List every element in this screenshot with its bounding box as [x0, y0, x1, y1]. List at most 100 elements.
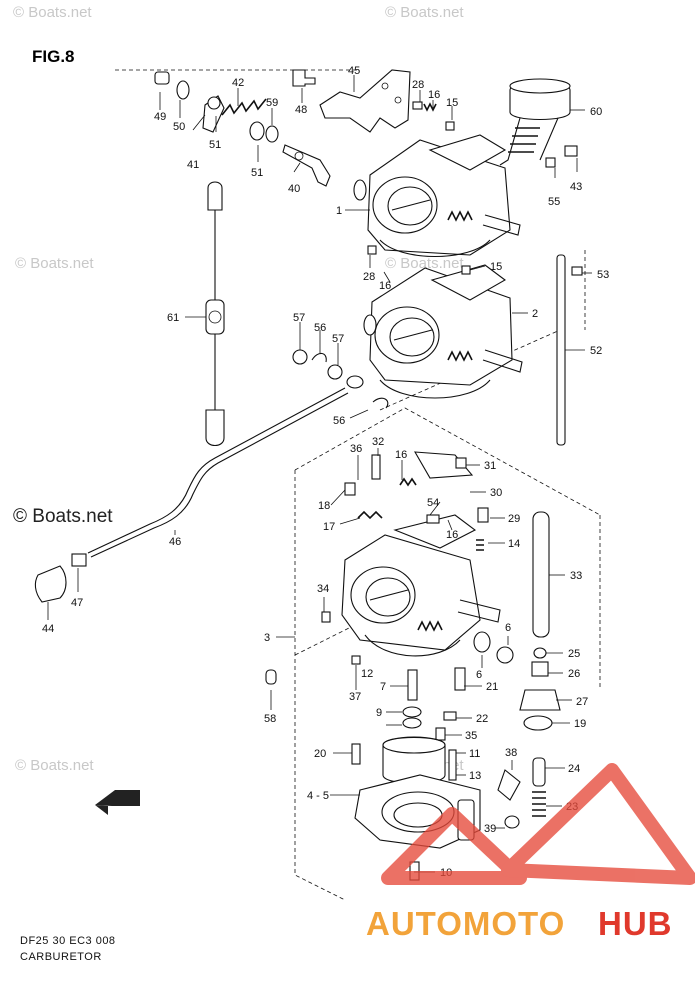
callout-29: 29: [508, 513, 520, 525]
carburetor-1: [353, 134, 521, 258]
callout-32: 32: [372, 436, 384, 448]
callout-31: 31: [484, 460, 496, 472]
callout-16-c: 16: [395, 449, 407, 461]
callout-28-a: 28: [412, 79, 424, 91]
screw-34: [321, 611, 331, 623]
callout-57-b: 57: [332, 333, 344, 345]
callout-39: 39: [484, 823, 496, 835]
screw-28-lower: [367, 245, 377, 255]
callout-54: 54: [427, 497, 439, 509]
callout-15-b: 15: [490, 261, 502, 273]
callout-57-a: 57: [293, 312, 305, 324]
callout-34: 34: [317, 583, 329, 595]
grommet-44: [34, 565, 67, 603]
callout-37: 37: [349, 691, 361, 703]
callout-38: 38: [505, 747, 517, 759]
part-29: [477, 507, 489, 523]
callout-51-a: 51: [209, 139, 221, 151]
carburetor-3-exploded: [341, 514, 501, 657]
pin-7: [407, 669, 418, 701]
callout-6-a: 6: [505, 622, 511, 634]
figure-title: FIG.8: [32, 47, 75, 66]
screw-32: [371, 454, 381, 480]
callout-13: 13: [469, 770, 481, 782]
callout-2: 2: [532, 308, 538, 320]
callout-36: 36: [350, 443, 362, 455]
lower-assembly-outline: [294, 407, 601, 901]
callout-17: 17: [323, 521, 335, 533]
needle-13: [448, 749, 457, 781]
screw-43: [564, 145, 578, 157]
cover-60: [499, 78, 571, 166]
washer-55: [545, 157, 556, 168]
callout-56-a: 56: [314, 322, 326, 334]
callout-1: 1: [336, 205, 342, 217]
screw-18: [344, 482, 356, 496]
part-26: [531, 661, 549, 677]
callout-43: 43: [570, 181, 582, 193]
callout-35: 35: [465, 730, 477, 742]
callout-16-b: 16: [379, 280, 391, 292]
callout-61: 61: [167, 312, 179, 324]
spring-14: [476, 539, 484, 551]
cap-58: [265, 669, 277, 685]
watermark-boats-top-right: © Boats.net: [385, 4, 464, 21]
spring-16: [399, 477, 417, 487]
callout-25: 25: [568, 648, 580, 660]
spring-23: [532, 791, 546, 817]
callout-53: 53: [597, 269, 609, 281]
bolt-48: [292, 69, 316, 87]
clip-56-b: [372, 397, 389, 409]
callout-28-b: 28: [363, 271, 375, 283]
callout-41: 41: [187, 159, 199, 171]
watermark-boats-mid-left: © Boats.net: [15, 255, 94, 272]
o-ring-39: [504, 815, 520, 829]
callout-14: 14: [508, 538, 520, 550]
screw-set-top: [412, 101, 455, 131]
callout-42: 42: [232, 77, 244, 89]
callout-15-a: 15: [446, 97, 458, 109]
front-arrow-icon: [95, 790, 140, 815]
callout-55: 55: [548, 196, 560, 208]
callout-46: 46: [169, 536, 181, 548]
leader-lines: [47, 75, 592, 873]
screw-15-lower: [461, 265, 471, 275]
brand-watermark-automoto: AUTOMOTO: [366, 905, 565, 942]
watermark-boats-mid-right: © Boats.net: [385, 255, 464, 272]
callout-33: 33: [570, 570, 582, 582]
callout-16-a: 16: [428, 89, 440, 101]
callout-47: 47: [71, 597, 83, 609]
connecting-rod-61: [205, 181, 225, 447]
callout-49: 49: [154, 111, 166, 123]
callout-30: 30: [490, 487, 502, 499]
cable-46: [87, 387, 349, 558]
fitting-47: [71, 553, 87, 567]
spring-17: [357, 510, 383, 520]
diagram-code: DF25 30 EC3 008: [20, 935, 116, 947]
callout-44: 44: [42, 623, 54, 635]
callout-26: 26: [568, 668, 580, 680]
washer-6-b: [496, 646, 514, 664]
watermark-boats-low-left: © Boats.net: [15, 757, 94, 774]
washer-9: [402, 706, 422, 718]
callout-51-b: 51: [251, 167, 263, 179]
watermark-boats-main: © Boats.net: [13, 506, 113, 527]
callout-50: 50: [173, 121, 185, 133]
callout-22: 22: [476, 713, 488, 725]
callout-58: 58: [264, 713, 276, 725]
clip-56-a: [311, 352, 327, 363]
screw-53: [571, 266, 583, 276]
brand-watermark-hub: HUB: [598, 905, 673, 942]
callout-21: 21: [486, 681, 498, 693]
washer-57-b: [327, 364, 343, 380]
part-35: [435, 727, 446, 741]
plug-25: [533, 647, 547, 659]
cable-end: [346, 375, 364, 389]
callout-45: 45: [348, 65, 360, 77]
jet-21: [454, 667, 466, 691]
callout-6-b: 6: [476, 669, 482, 681]
o-ring-19: [523, 715, 553, 731]
screw-12: [351, 655, 361, 665]
callout-56-b: 56: [333, 415, 345, 427]
